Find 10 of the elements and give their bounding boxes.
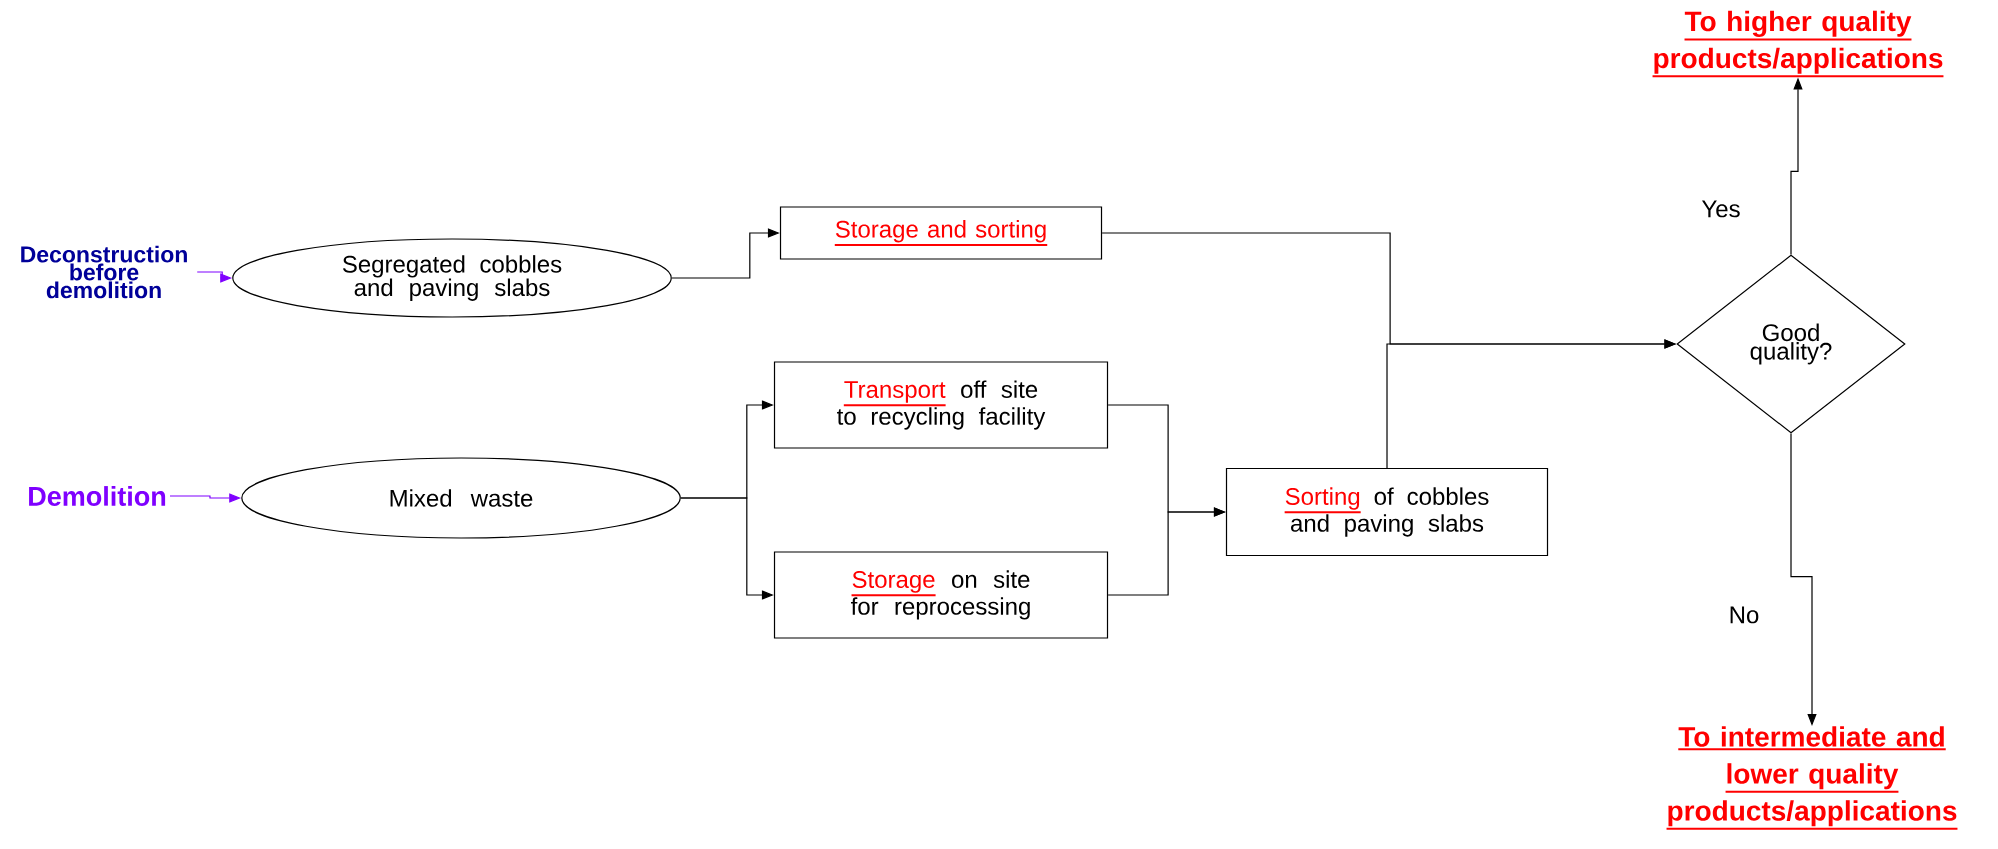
outcome-label: To intermediate and lower quality products/applications <box>1665 726 1959 830</box>
stage-label: Demolition <box>29 486 166 506</box>
edge-label: No <box>1726 604 1762 626</box>
process-box: Transport off site to recycling facility <box>773 361 1109 449</box>
process-box: Storage and sorting <box>779 206 1103 260</box>
process-box: Storage on site for reprocessing <box>773 551 1109 639</box>
stage-label: Deconstruction before demolition <box>21 245 187 299</box>
outcome-label: To higher quality products/applications <box>1651 10 1945 78</box>
process-box: Sorting of cobbles and paving slabs <box>1225 467 1549 557</box>
edge-label: Yes <box>1699 198 1743 220</box>
